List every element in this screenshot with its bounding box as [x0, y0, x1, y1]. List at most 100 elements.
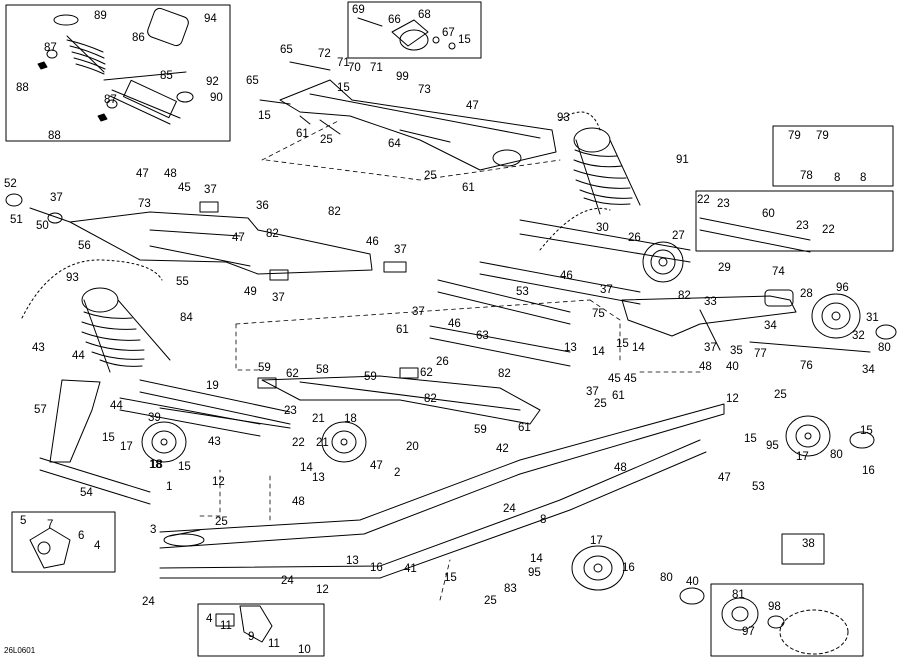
part-callout: 25: [594, 398, 607, 410]
part-callout: 15: [744, 433, 757, 445]
part-callout: 37: [204, 184, 217, 196]
idler-wheel-right: [811, 293, 897, 340]
part-callout: 38: [802, 538, 815, 550]
part-callout: 84: [180, 312, 193, 324]
part-callout: 13: [346, 555, 359, 567]
part-callout: 31: [866, 312, 879, 324]
part-callout: 11: [220, 620, 232, 632]
front-arm: [5, 193, 407, 281]
front-shock-spring: [81, 287, 171, 373]
part-callout: 16: [862, 465, 875, 477]
part-callout: 51: [10, 214, 23, 226]
part-callout: 62: [286, 368, 299, 380]
part-callout: 40: [726, 361, 739, 373]
part-callout: 17: [796, 451, 809, 463]
part-callout: 68: [418, 9, 431, 21]
part-callout: 52: [4, 178, 17, 190]
part-callout: 17: [590, 535, 603, 547]
part-callout: 85: [160, 70, 173, 82]
idler-wheel-left: [141, 421, 187, 463]
part-callout: 41: [404, 563, 417, 575]
part-callout: 42: [496, 443, 509, 455]
part-callout: 23: [717, 198, 730, 210]
pulley-inset-parts: [357, 17, 456, 51]
part-callout: 58: [316, 364, 329, 376]
part-callout: 15: [860, 425, 873, 437]
part-callout: 8: [860, 172, 867, 184]
part-callout: 53: [752, 481, 765, 493]
part-callout: 82: [266, 228, 279, 240]
part-callout: 64: [388, 138, 401, 150]
part-callout: 56: [78, 240, 91, 252]
part-callout: 90: [210, 92, 223, 104]
part-callout: 71: [337, 57, 350, 69]
part-callout: 25: [774, 389, 787, 401]
part-callout: 37: [586, 386, 599, 398]
part-callout: 44: [72, 350, 85, 362]
part-callout: 7: [47, 519, 54, 531]
part-callout: 93: [557, 112, 570, 124]
part-callout: 15: [102, 432, 115, 444]
part-callout: 6: [78, 530, 85, 542]
part-callout: 92: [206, 76, 219, 88]
part-callout: 10: [298, 644, 311, 656]
part-callout: 61: [518, 422, 531, 434]
upper-cross-shaft: [259, 61, 557, 171]
part-callout: 97: [742, 626, 755, 638]
link-bolt-row: [749, 341, 871, 353]
inset-pulley-parts-box: [347, 1, 482, 59]
part-callout: 46: [560, 270, 573, 282]
part-callout: 61: [296, 128, 309, 140]
part-callout: 25: [215, 516, 228, 528]
part-callout: 34: [862, 364, 875, 376]
part-callout: 43: [32, 342, 45, 354]
part-callout: 15: [458, 34, 471, 46]
part-callout: 25: [424, 170, 437, 182]
part-callout: 57: [34, 404, 47, 416]
part-callout: 22: [822, 224, 835, 236]
part-callout: 37: [50, 192, 63, 204]
part-callout: 53: [516, 286, 529, 298]
part-callout: 86: [132, 32, 145, 44]
part-callout: 46: [448, 318, 461, 330]
part-callout: 37: [394, 244, 407, 256]
idler-wheel-middle: [321, 421, 367, 463]
part-callout: 14: [632, 342, 645, 354]
part-callout: 87: [104, 94, 117, 106]
part-callout: 59: [258, 362, 271, 374]
shock-mount-arcs: [21, 111, 611, 319]
part-callout: 72: [318, 48, 331, 60]
part-callout: 87: [44, 42, 57, 54]
part-callout: 61: [396, 324, 409, 336]
part-callout: 79: [816, 130, 829, 142]
lower-shafts: [119, 379, 291, 437]
slide-rail: [159, 403, 725, 579]
part-callout: 62: [420, 367, 433, 379]
part-callout: 5: [20, 515, 27, 527]
part-callout: 36: [256, 200, 269, 212]
part-callout: 83: [504, 583, 517, 595]
part-callout: 29: [718, 262, 731, 274]
part-callout: 27: [672, 230, 685, 242]
part-callout: 18: [344, 413, 357, 425]
assembly-guide-lines: [199, 119, 701, 601]
part-callout: 15: [337, 82, 350, 94]
part-callout: 12: [212, 476, 225, 488]
part-callout: 20: [406, 441, 419, 453]
part-callout: 48: [292, 496, 305, 508]
shock-spring-part: [46, 7, 194, 125]
part-callout: 80: [830, 449, 843, 461]
part-callout: 24: [281, 575, 294, 587]
part-callout: 14: [300, 462, 313, 474]
part-callout: 73: [138, 198, 151, 210]
part-callout: 88: [48, 130, 61, 142]
part-callout: 73: [418, 84, 431, 96]
drawing-code: 26L0601: [4, 646, 36, 655]
part-callout: 45: [624, 373, 637, 385]
part-callout: 82: [678, 290, 691, 302]
part-callout: 59: [364, 371, 377, 383]
part-callout: 95: [766, 440, 779, 452]
inset-axle-parts-box: [695, 190, 894, 252]
part-callout: 46: [366, 236, 379, 248]
part-callout: 24: [142, 596, 155, 608]
